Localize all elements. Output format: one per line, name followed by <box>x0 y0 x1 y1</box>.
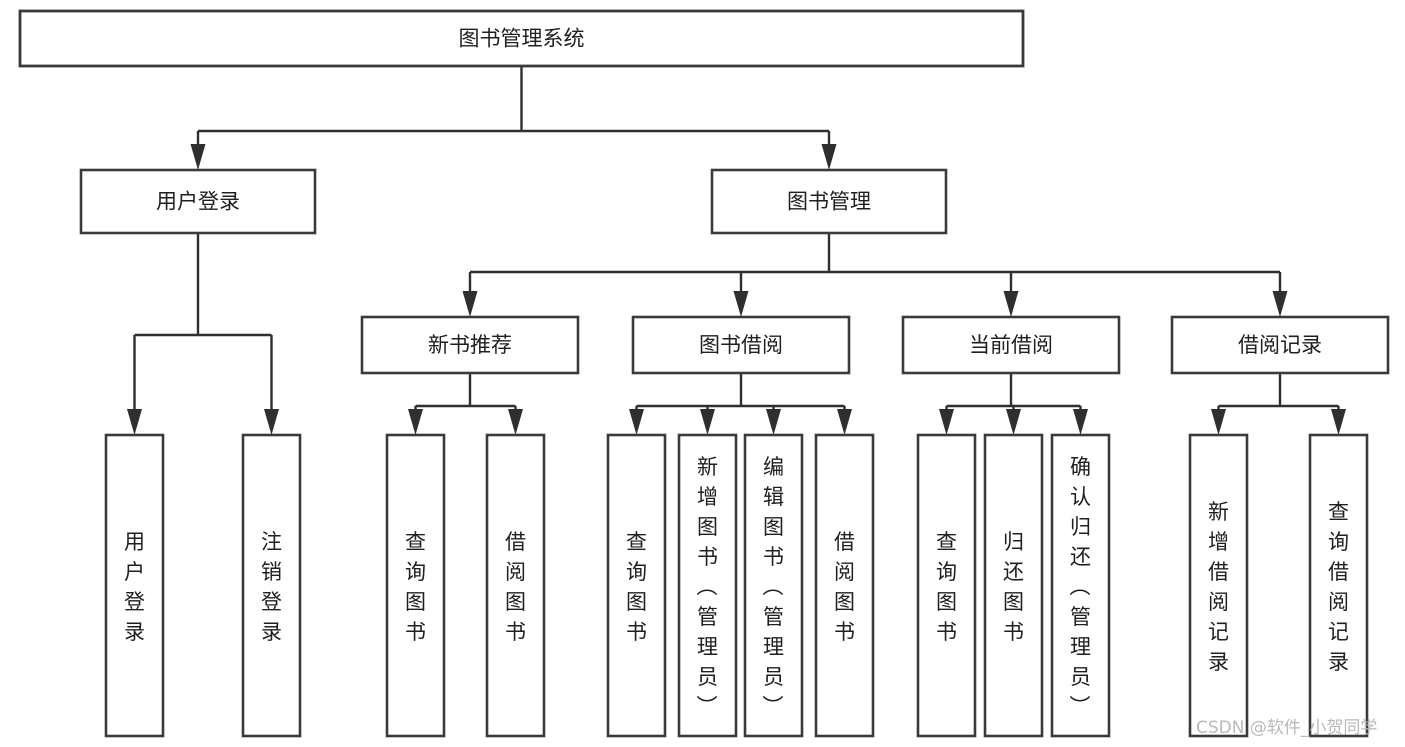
arrowhead-icon <box>1073 409 1088 435</box>
arrowhead-icon <box>508 409 523 435</box>
arrowhead-icon <box>1006 409 1021 435</box>
node-leaf-return-book[interactable]: 归还图书 <box>983 433 1044 738</box>
node-box-current-borrow[interactable] <box>901 315 1121 375</box>
node-box-leaf-query-record[interactable] <box>1308 433 1369 738</box>
connector-group-root <box>190 66 837 170</box>
node-box-leaf-query-book-3[interactable] <box>916 433 977 738</box>
node-label-borrow-record: 借阅记录 <box>1238 333 1322 357</box>
connector-group-current-borrow <box>939 373 1088 435</box>
node-box-leaf-query-book-1[interactable] <box>385 433 446 738</box>
connector-group-user-login <box>127 233 279 435</box>
node-book-manage[interactable]: 图书管理 <box>710 168 948 235</box>
arrowhead-icon <box>1003 291 1019 317</box>
node-leaf-query-book-2[interactable]: 查询图书 <box>606 433 667 738</box>
node-leaf-confirm-return[interactable]: 确认归还（管理员） <box>1050 433 1111 738</box>
node-label-user-login: 用户登录 <box>156 190 240 214</box>
node-new-book-rec[interactable]: 新书推荐 <box>360 315 580 375</box>
arrowhead-icon <box>462 291 478 317</box>
node-box-book-borrow[interactable] <box>631 315 851 375</box>
node-label-leaf-query-record: 查询借阅记录 <box>1328 500 1349 674</box>
arrowhead-icon <box>1331 409 1346 435</box>
connector-group-borrow-record <box>1211 373 1346 435</box>
connector-group-book-borrow <box>629 373 852 435</box>
arrowhead-icon <box>700 409 715 435</box>
node-label-root: 图书管理系统 <box>459 27 585 51</box>
node-current-borrow[interactable]: 当前借阅 <box>901 315 1121 375</box>
connector-group-new-book-rec <box>408 373 523 435</box>
node-box-leaf-query-book-2[interactable] <box>606 433 667 738</box>
node-label-book-manage: 图书管理 <box>787 190 871 214</box>
node-label-leaf-edit-book: 编辑图书（管理员） <box>763 455 785 719</box>
node-leaf-query-book-3[interactable]: 查询图书 <box>916 433 977 738</box>
node-label-current-borrow: 当前借阅 <box>969 333 1053 357</box>
node-user-login[interactable]: 用户登录 <box>79 168 317 235</box>
arrowhead-icon <box>837 409 852 435</box>
node-box-leaf-borrow-book-2[interactable] <box>814 433 875 738</box>
node-borrow-record[interactable]: 借阅记录 <box>1170 315 1390 375</box>
arrowhead-icon <box>733 291 749 317</box>
node-leaf-add-book[interactable]: 新增图书（管理员） <box>677 433 738 738</box>
arrowhead-icon <box>629 409 644 435</box>
arrowhead-icon <box>264 409 279 435</box>
node-box-leaf-borrow-book-1[interactable] <box>485 433 546 738</box>
connector-layer <box>127 66 1346 435</box>
node-label-leaf-user-login: 用户登录 <box>124 530 145 644</box>
arrowhead-icon <box>127 409 142 435</box>
node-leaf-query-record[interactable]: 查询借阅记录 <box>1308 433 1369 738</box>
arrowhead-icon <box>1211 409 1226 435</box>
node-leaf-add-record[interactable]: 新增借阅记录 <box>1188 433 1249 738</box>
node-box-user-login[interactable] <box>79 168 317 235</box>
node-root[interactable]: 图书管理系统 <box>18 9 1025 68</box>
node-label-leaf-add-record: 新增借阅记录 <box>1208 500 1229 674</box>
csdn-watermark: CSDN @软件_小贺同学 <box>1196 718 1377 738</box>
node-box-leaf-confirm-return[interactable] <box>1050 433 1111 738</box>
node-label-leaf-logout: 注销登录 <box>261 530 282 644</box>
node-label-leaf-query-book-2: 查询图书 <box>626 530 647 644</box>
node-leaf-query-book-1[interactable]: 查询图书 <box>385 433 446 738</box>
node-label-book-borrow: 图书借阅 <box>699 333 783 357</box>
node-box-leaf-logout[interactable] <box>241 433 302 738</box>
node-label-leaf-query-book-3: 查询图书 <box>936 530 957 644</box>
node-label-leaf-query-book-1: 查询图书 <box>405 530 426 644</box>
node-label-leaf-borrow-book-1: 借阅图书 <box>505 530 526 644</box>
arrowhead-icon <box>821 144 837 170</box>
node-leaf-logout[interactable]: 注销登录 <box>241 433 302 738</box>
node-label-new-book-rec: 新书推荐 <box>428 333 512 357</box>
node-box-leaf-add-record[interactable] <box>1188 433 1249 738</box>
node-label-leaf-add-book: 新增图书（管理员） <box>697 455 719 719</box>
node-label-leaf-return-book: 归还图书 <box>1003 530 1024 644</box>
node-leaf-edit-book[interactable]: 编辑图书（管理员） <box>743 433 804 738</box>
arrowhead-icon <box>190 144 206 170</box>
node-box-new-book-rec[interactable] <box>360 315 580 375</box>
arrowhead-icon <box>1272 291 1288 317</box>
node-label-leaf-confirm-return: 确认归还（管理员） <box>1070 455 1092 719</box>
node-book-borrow[interactable]: 图书借阅 <box>631 315 851 375</box>
node-box-leaf-return-book[interactable] <box>983 433 1044 738</box>
arrowhead-icon <box>939 409 954 435</box>
arrowhead-icon <box>408 409 423 435</box>
arrowhead-icon <box>766 409 781 435</box>
node-box-book-manage[interactable] <box>710 168 948 235</box>
node-box-leaf-user-login[interactable] <box>104 433 165 738</box>
node-layer: 图书管理系统用户登录图书管理新书推荐图书借阅当前借阅借阅记录用户登录注销登录查询… <box>18 9 1390 738</box>
node-box-leaf-edit-book[interactable] <box>743 433 804 738</box>
node-leaf-borrow-book-1[interactable]: 借阅图书 <box>485 433 546 738</box>
node-leaf-borrow-book-2[interactable]: 借阅图书 <box>814 433 875 738</box>
node-box-root[interactable] <box>18 9 1025 68</box>
node-box-leaf-add-book[interactable] <box>677 433 738 738</box>
connector-group-book-manage <box>462 233 1288 317</box>
node-label-leaf-borrow-book-2: 借阅图书 <box>834 530 855 644</box>
node-leaf-user-login[interactable]: 用户登录 <box>104 433 165 738</box>
node-box-borrow-record[interactable] <box>1170 315 1390 375</box>
